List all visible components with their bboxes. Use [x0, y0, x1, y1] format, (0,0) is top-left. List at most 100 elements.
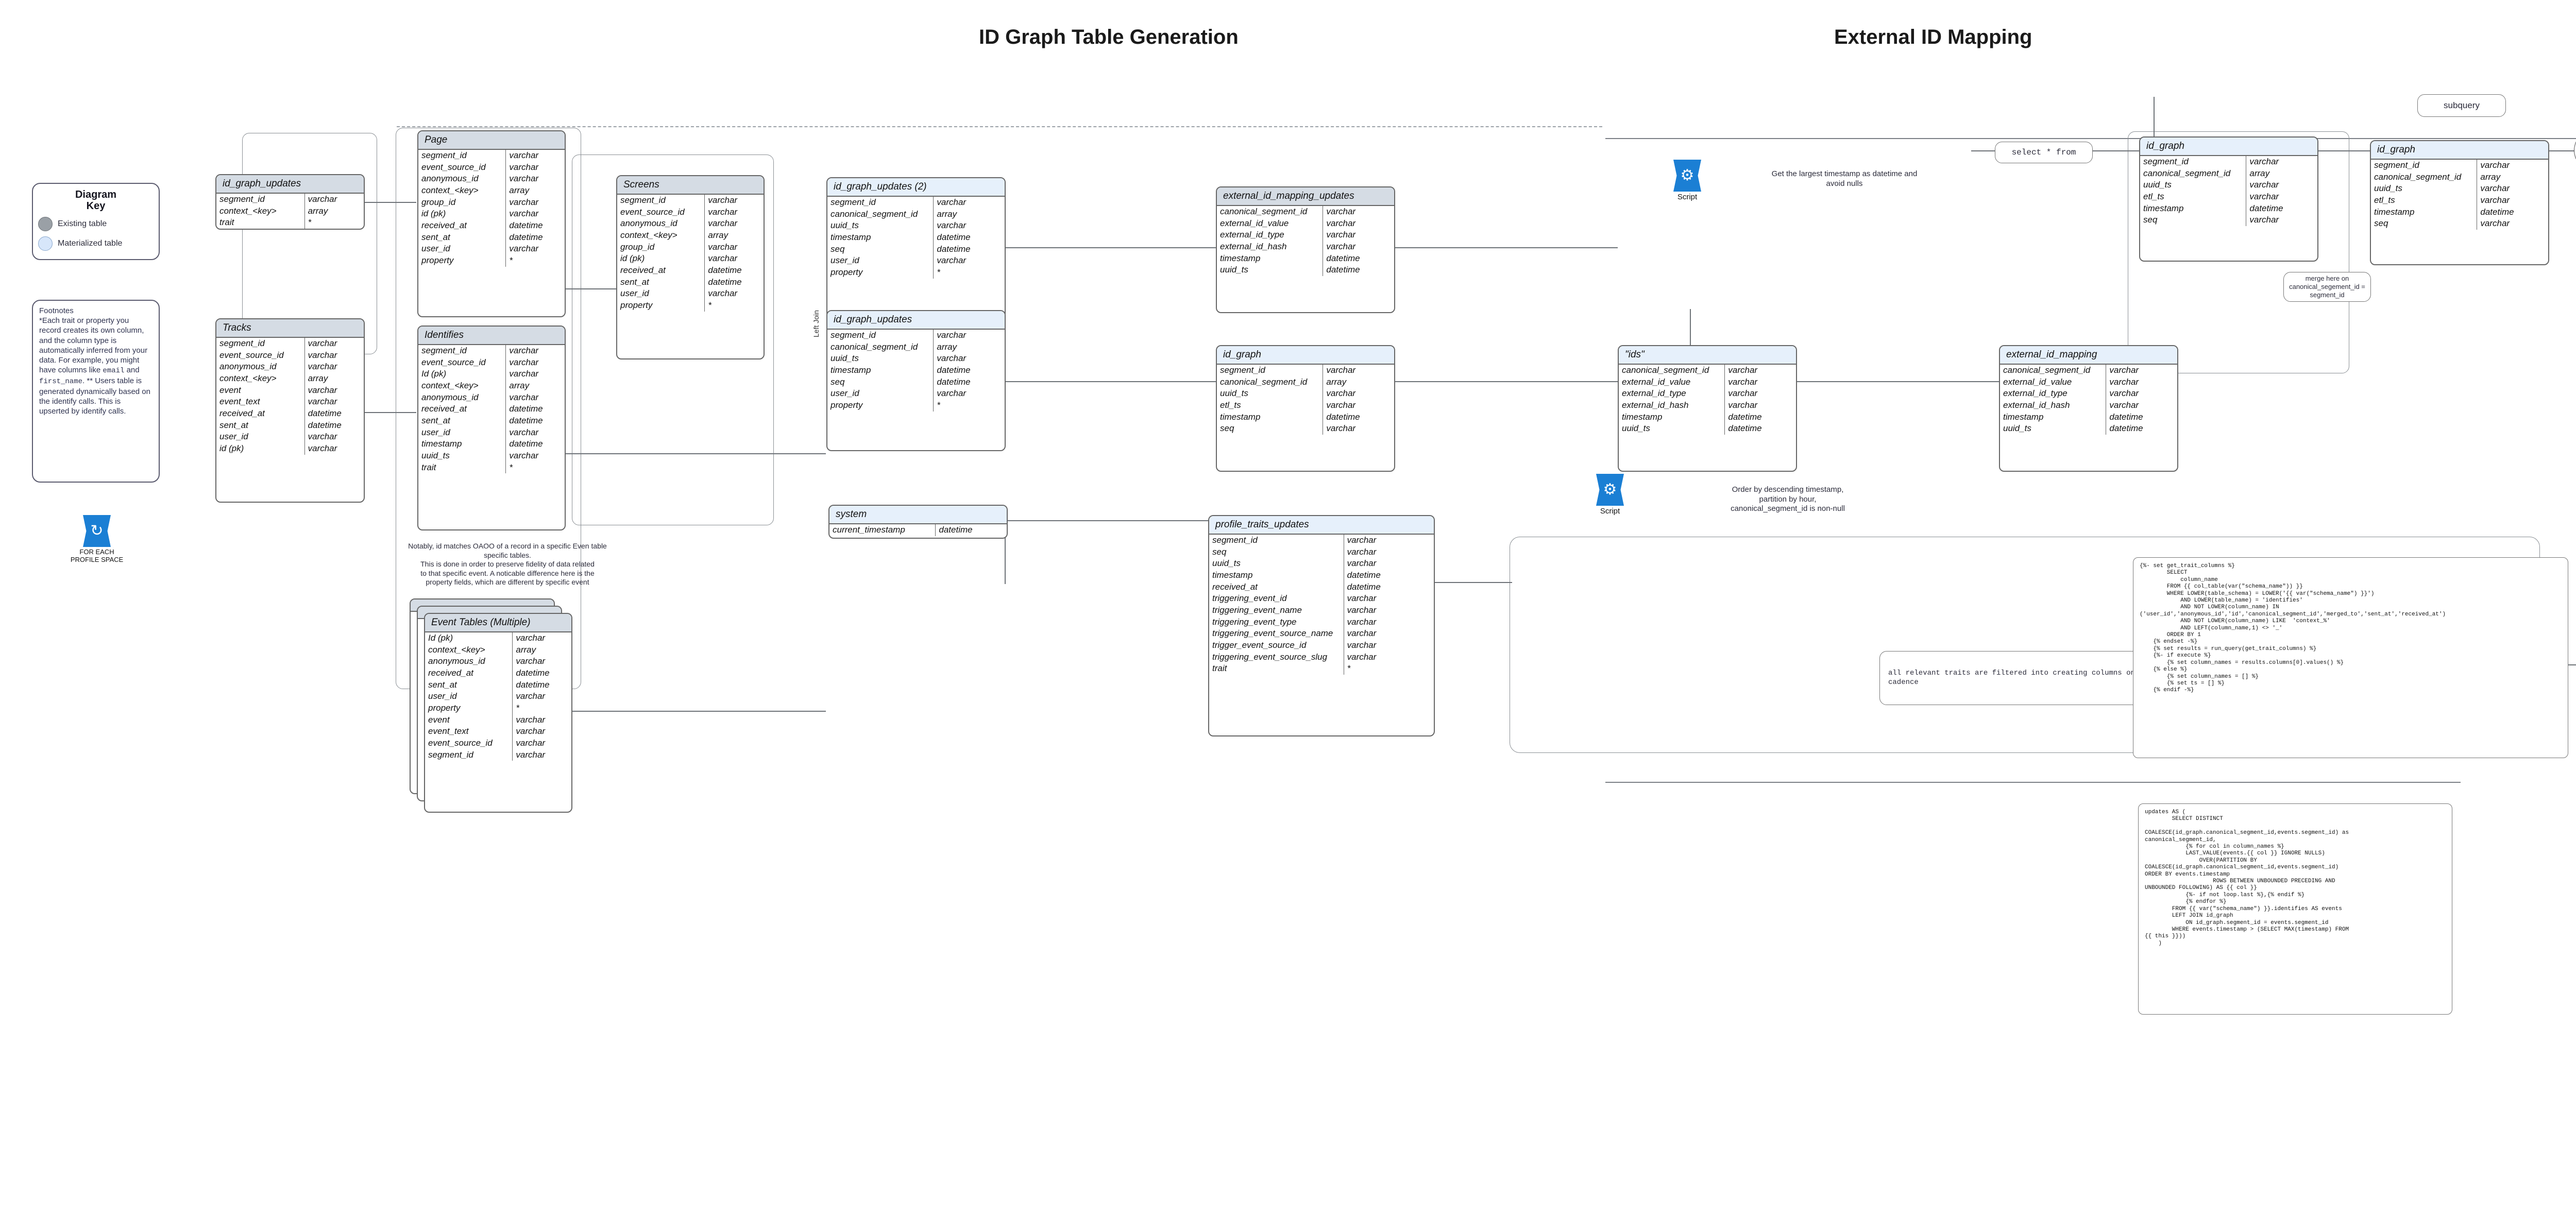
- column-name: timestamp: [1619, 411, 1725, 423]
- column-name: seq: [2371, 218, 2478, 230]
- table-header-ids: "ids": [1619, 346, 1796, 365]
- column-name: id (pk): [216, 443, 305, 455]
- column-name: timestamp: [1217, 411, 1324, 423]
- column-name: context_<key>: [216, 205, 305, 217]
- table-row: id (pk)varchar: [418, 208, 565, 220]
- column-name: group_id: [617, 241, 705, 253]
- code-block-jinja-trait-columns: {%- set get_trait_columns %} SELECT colu…: [2133, 557, 2568, 758]
- column-name: user_id: [617, 288, 705, 300]
- column-name: segment_id: [617, 194, 705, 207]
- column-type: varchar: [1347, 546, 1377, 557]
- column-name: anonymous_id: [418, 391, 506, 404]
- column-type: varchar: [1728, 400, 1758, 410]
- column-type: datetime: [2109, 423, 2143, 434]
- column-name: triggering_event_id: [1209, 593, 1344, 605]
- column-name: user_id: [418, 243, 506, 255]
- column-type: varchar: [308, 194, 337, 204]
- column-name: segment_id: [2371, 159, 2478, 172]
- column-type: varchar: [1326, 241, 1356, 251]
- column-name: segment_id: [425, 749, 513, 761]
- column-name: received_at: [216, 407, 305, 420]
- column-name: segment_id: [2140, 156, 2247, 168]
- column-type: varchar: [308, 397, 337, 407]
- column-name: canonical_segment_id: [1217, 376, 1324, 388]
- column-name: received_at: [418, 403, 506, 415]
- table-header-profile_traits_updates: profile_traits_updates: [1209, 516, 1434, 535]
- column-name: event_source_id: [418, 161, 506, 174]
- connector: [365, 412, 416, 413]
- column-type: varchar: [708, 195, 738, 205]
- column-type: varchar: [1326, 388, 1356, 399]
- existing-table-label: Existing table: [58, 219, 107, 228]
- column-type: datetime: [2480, 207, 2514, 217]
- column-name: event_source_id: [418, 356, 506, 369]
- column-type: varchar: [509, 369, 539, 379]
- column-name: timestamp: [2000, 411, 2107, 423]
- column-type: datetime: [516, 667, 550, 678]
- column-name: user_id: [216, 431, 305, 443]
- connector: [2318, 150, 2370, 151]
- table-row: context_<key>array: [216, 205, 364, 217]
- column-type: datetime: [708, 265, 742, 275]
- table-row: property*: [827, 266, 1005, 279]
- column-type: varchar: [1728, 365, 1758, 375]
- column-name: user_id: [827, 255, 934, 267]
- column-type: varchar: [708, 253, 738, 264]
- column-name: triggering_event_type: [1209, 616, 1344, 628]
- column-type: datetime: [1326, 265, 1360, 275]
- column-type: *: [937, 267, 941, 277]
- gear-icon: ⚙: [1673, 160, 1701, 192]
- column-name: anonymous_id: [418, 173, 506, 185]
- column-type: varchar: [509, 150, 539, 160]
- connector: [566, 453, 826, 454]
- column-name: segment_id: [827, 196, 934, 209]
- column-name: segment_id: [418, 345, 506, 357]
- column-type: varchar: [308, 362, 337, 372]
- column-name: Id (pk): [425, 632, 513, 644]
- connector: [365, 202, 416, 203]
- column-name: anonymous_id: [617, 218, 705, 230]
